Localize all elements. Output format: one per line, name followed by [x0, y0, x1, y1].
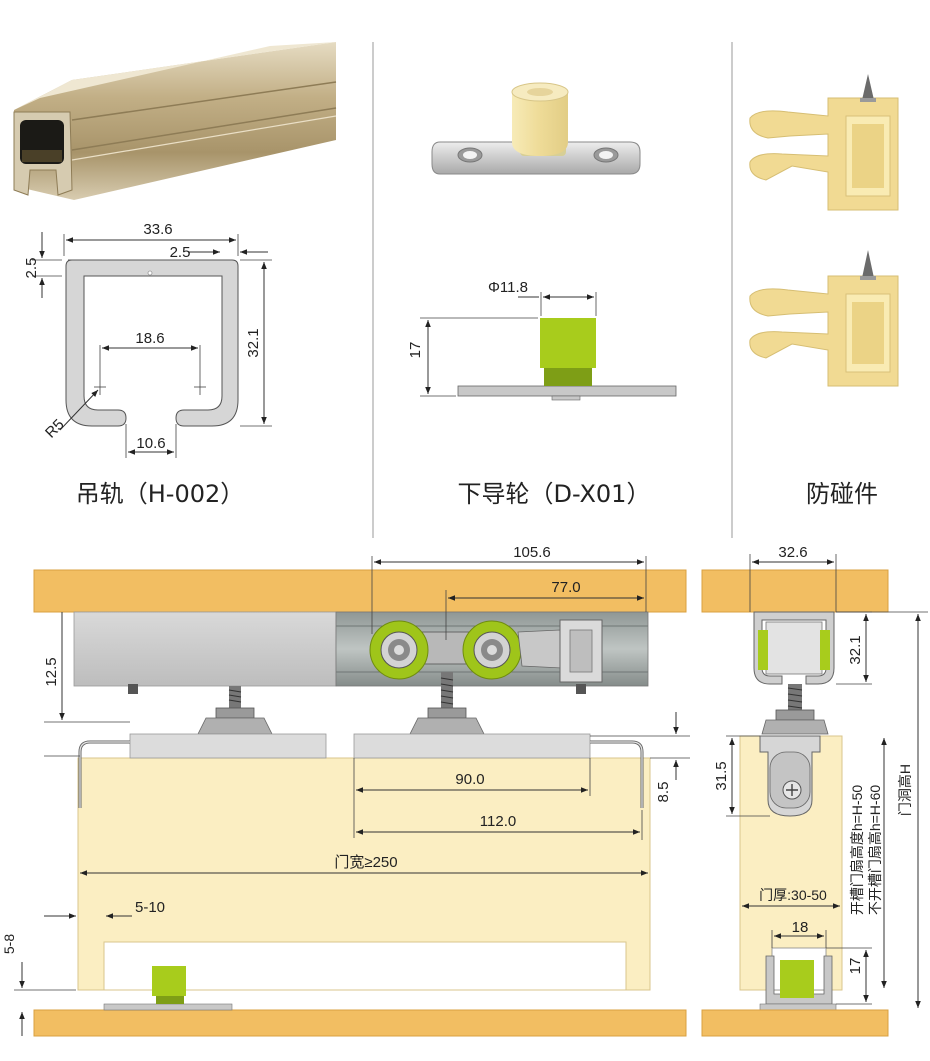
caption-stopper: 防碰件 [806, 480, 878, 508]
dim-guide-height: 17 [407, 342, 424, 359]
roller-wheel-right [462, 620, 522, 680]
label-slot-height: 开槽门扇高度h=H-50 [849, 785, 865, 916]
side-floor [701, 1009, 889, 1037]
dim-rail-radius: R5 [42, 416, 68, 442]
ceiling-beam [33, 569, 687, 613]
caption-guide: 下导轮（D-X01） [458, 480, 651, 508]
dim-rail-lip: 2.5 [170, 244, 191, 261]
dim-front-5-10: 5-10 [135, 899, 165, 916]
dim-side-32-6: 32.6 [778, 544, 807, 561]
rail-photo [13, 42, 337, 200]
dim-door-thickness: 门厚:30-50 [759, 887, 827, 903]
dim-front-5-8: 5-8 [1, 934, 17, 954]
dim-door-width: 门宽≥250 [334, 854, 397, 871]
dim-front-112: 112.0 [480, 813, 516, 830]
roller-wheel-left [369, 620, 429, 680]
dim-front-77: 77.0 [551, 579, 580, 596]
label-opening-height: 门洞高H [897, 764, 913, 816]
dim-guide-diameter: Φ11.8 [488, 279, 528, 296]
guide-drawing: Φ11.8 17 [407, 279, 677, 401]
hanger-bolt-left [197, 686, 273, 735]
dim-rail-width: 33.6 [143, 221, 172, 238]
label-noslot-height: 不开槽门扇高h=H-60 [867, 785, 883, 916]
dim-rail-opening: 10.6 [136, 435, 165, 452]
dim-rail-top: 2.5 [23, 258, 40, 279]
front-view: 105.6 77.0 12.5 90.0 8.5 112.0 门宽≥250 5-… [1, 544, 690, 1037]
side-view: 32.6 32.1 31.5 门厚:30-50 18 17 开槽门扇高度h=H-… [701, 544, 928, 1037]
dim-rail-center: 18.6 [135, 330, 164, 347]
dim-front-105: 105.6 [513, 544, 551, 561]
rail-profile-drawing: 33.6 2.5 2.5 32.1 18.6 R5 10.6 [23, 221, 272, 458]
caption-rail: 吊轨（H-002） [76, 480, 245, 508]
dim-front-12: 12.5 [43, 657, 60, 686]
dim-front-8: 8.5 [655, 782, 672, 803]
stopper-photo-1 [749, 74, 899, 211]
stopper-photo-2 [749, 250, 899, 387]
dim-side-18: 18 [792, 919, 809, 936]
floor-beam [33, 1009, 687, 1037]
side-ceiling [701, 569, 889, 613]
dim-side-32-1: 32.1 [847, 635, 864, 664]
guide-photo [431, 82, 641, 175]
dim-side-31-5: 31.5 [713, 761, 730, 790]
dim-rail-height: 32.1 [245, 328, 262, 357]
dim-side-17: 17 [847, 958, 864, 975]
dim-front-90: 90.0 [455, 771, 484, 788]
